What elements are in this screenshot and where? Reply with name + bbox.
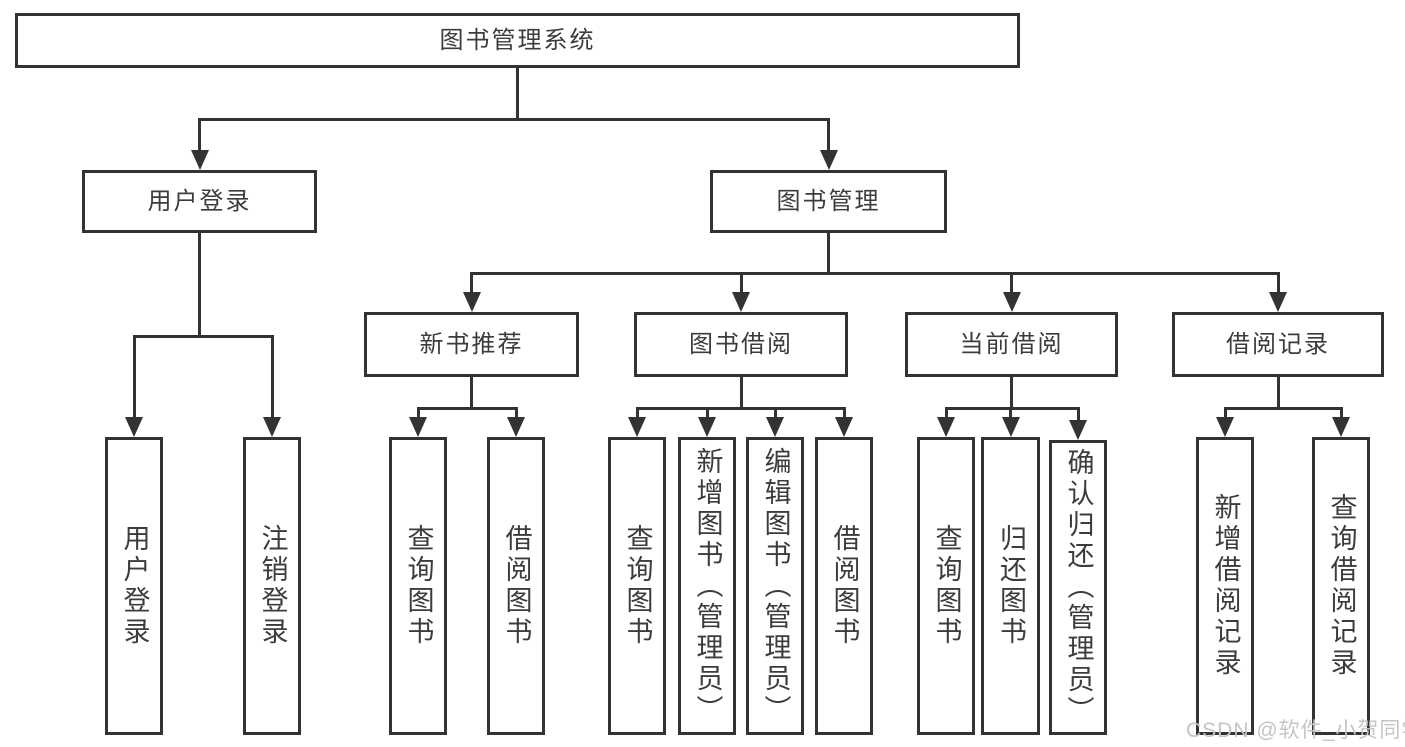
node-label-bb-edit: 编辑图书（管理员）: [760, 446, 791, 726]
arrow-down-icon: [1002, 292, 1021, 312]
node-label-new-book-rec: 新书推荐: [419, 330, 524, 358]
connector-line: [944, 407, 948, 423]
connector-line: [198, 233, 201, 338]
connector-line: [827, 118, 830, 156]
node-login: 用户登录: [105, 437, 163, 735]
node-cb-confirm: 确认归还（管理员）: [1049, 440, 1107, 735]
arrow-down-icon: [1216, 417, 1234, 437]
node-label-logout: 注销登录: [257, 524, 288, 648]
node-book-mgmt: 图书管理: [710, 170, 947, 233]
connector-line: [198, 118, 201, 156]
node-nb-query: 查询图书: [389, 437, 447, 735]
node-label-system: 图书管理系统: [439, 26, 596, 54]
connector-line: [635, 407, 639, 423]
arrow-down-icon: [628, 417, 646, 437]
connector-line: [1223, 407, 1227, 423]
node-label-br-query: 查询借阅记录: [1326, 493, 1357, 679]
connector-line: [1339, 407, 1343, 423]
arrow-down-icon: [1332, 417, 1350, 437]
node-label-book-mgmt: 图书管理: [776, 187, 881, 215]
connector-line: [1076, 407, 1080, 426]
connector-line: [1010, 272, 1013, 298]
connector-line: [416, 407, 420, 423]
connector-line: [514, 407, 518, 423]
node-current-borrow: 当前借阅: [905, 312, 1118, 377]
node-cb-return: 归还图书: [981, 437, 1040, 735]
node-bb-add: 新增图书（管理员）: [678, 437, 736, 735]
connector-line: [516, 68, 519, 121]
arrow-down-icon: [462, 292, 481, 312]
node-borrow-records: 借阅记录: [1172, 312, 1384, 377]
node-label-current-borrow: 当前借阅: [959, 330, 1064, 358]
arrow-down-icon: [409, 417, 427, 437]
connector-line: [470, 272, 473, 298]
arrow-down-icon: [766, 417, 784, 437]
arrow-down-icon: [1001, 417, 1020, 437]
node-label-bb-query: 查询图书: [622, 524, 653, 648]
arrow-down-icon: [1269, 292, 1287, 312]
connector-line: [827, 233, 830, 275]
connector-line: [1010, 377, 1013, 410]
arrow-down-icon: [507, 417, 525, 437]
watermark: CSDN @软件_小贺同学: [1186, 719, 1405, 742]
connector-line: [1276, 272, 1280, 298]
node-nb-borrow: 借阅图书: [487, 437, 545, 735]
node-logout: 注销登录: [243, 437, 301, 735]
connector-line: [470, 377, 473, 410]
connector-line: [739, 377, 743, 410]
connector-line: [842, 407, 846, 423]
node-label-cb-confirm: 确认归还（管理员）: [1063, 448, 1094, 727]
connector-line: [470, 272, 1280, 275]
node-label-cb-return: 归还图书: [996, 524, 1026, 648]
arrow-down-icon: [937, 417, 955, 437]
connector-line: [1223, 407, 1343, 410]
node-label-nb-borrow: 借阅图书: [501, 524, 532, 648]
node-bb-edit: 编辑图书（管理员）: [746, 437, 804, 735]
node-bb-query: 查询图书: [608, 437, 666, 735]
connector-line: [416, 407, 518, 410]
arrow-down-icon: [732, 292, 750, 312]
node-label-cb-query: 查询图书: [931, 524, 962, 648]
node-label-user-login: 用户登录: [147, 187, 252, 215]
connector-line: [132, 335, 136, 423]
node-label-login: 用户登录: [119, 524, 150, 648]
connector-line: [132, 335, 274, 338]
connector-line: [635, 407, 846, 410]
arrow-down-icon: [263, 417, 281, 437]
node-label-nb-query: 查询图书: [403, 524, 434, 648]
connector-line: [270, 335, 274, 423]
node-book-borrow: 图书借阅: [634, 312, 848, 377]
connector-line: [1009, 407, 1012, 423]
arrow-down-icon: [698, 417, 716, 437]
node-label-book-borrow: 图书借阅: [689, 330, 793, 358]
node-user-login: 用户登录: [82, 170, 317, 233]
node-br-query: 查询借阅记录: [1312, 437, 1370, 735]
arrow-down-icon: [819, 150, 838, 170]
connector-line: [773, 407, 777, 423]
node-cb-query: 查询图书: [917, 437, 975, 735]
connector-line: [944, 407, 1080, 410]
connector-line: [1276, 377, 1280, 410]
node-label-bb-borrow: 借阅图书: [829, 524, 860, 648]
node-label-borrow-records: 借阅记录: [1226, 330, 1330, 358]
node-bb-borrow: 借阅图书: [815, 437, 873, 735]
node-system: 图书管理系统: [15, 13, 1020, 68]
node-label-bb-add: 新增图书（管理员）: [692, 446, 723, 726]
node-label-br-add: 新增借阅记录: [1210, 493, 1241, 679]
arrow-down-icon: [835, 417, 853, 437]
node-new-book-rec: 新书推荐: [364, 312, 579, 377]
connector-line: [739, 272, 743, 298]
arrow-down-icon: [1069, 420, 1087, 440]
arrow-down-icon: [190, 150, 209, 170]
connector-line: [705, 407, 709, 423]
connector-line: [198, 118, 830, 121]
node-br-add: 新增借阅记录: [1196, 437, 1254, 735]
arrow-down-icon: [125, 417, 143, 437]
